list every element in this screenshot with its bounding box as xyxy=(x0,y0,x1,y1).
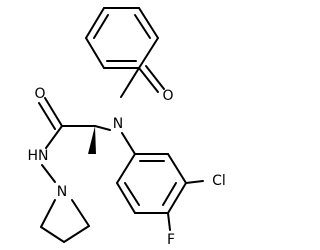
bond xyxy=(116,182,136,214)
bond xyxy=(120,67,140,98)
chemical-structure-canvas: O N O HN N xyxy=(28,7,226,248)
oxygen-label-amide: O xyxy=(34,86,45,102)
oxygen-label-benzoyl: O xyxy=(162,88,173,104)
bond xyxy=(185,180,204,184)
bond xyxy=(145,65,165,90)
structure-svg: O N O HN N xyxy=(28,7,226,248)
bond xyxy=(167,153,187,184)
bond xyxy=(167,182,187,214)
pyrrolidine-ring xyxy=(40,199,90,243)
bond xyxy=(40,226,65,243)
nitrogen-label-pyrrolidine: N xyxy=(57,184,67,200)
bond xyxy=(138,37,159,69)
bond xyxy=(138,7,159,39)
bond xyxy=(44,97,63,127)
nitrogen-label-hydrazide: HN xyxy=(28,148,49,164)
bond xyxy=(138,67,159,93)
bond xyxy=(94,125,111,131)
bond xyxy=(167,212,171,231)
bond xyxy=(45,125,63,149)
bond xyxy=(116,153,136,184)
bond xyxy=(121,132,136,155)
bond xyxy=(85,7,105,39)
bond xyxy=(162,182,177,206)
benzoyl-ring xyxy=(85,7,159,69)
bond xyxy=(63,225,90,243)
nitrogen-label-amide: N xyxy=(113,116,123,132)
bond xyxy=(40,199,56,228)
bond xyxy=(85,37,105,69)
bond xyxy=(41,164,56,183)
bond xyxy=(124,182,140,206)
bond xyxy=(134,14,151,39)
aryl-ring xyxy=(116,153,187,214)
chlorine-label: Cl xyxy=(212,173,226,189)
bond xyxy=(71,199,90,227)
bond xyxy=(93,14,109,39)
bond xyxy=(38,102,56,130)
fluorine-label: F xyxy=(167,232,175,248)
wedge-bond xyxy=(88,126,96,154)
